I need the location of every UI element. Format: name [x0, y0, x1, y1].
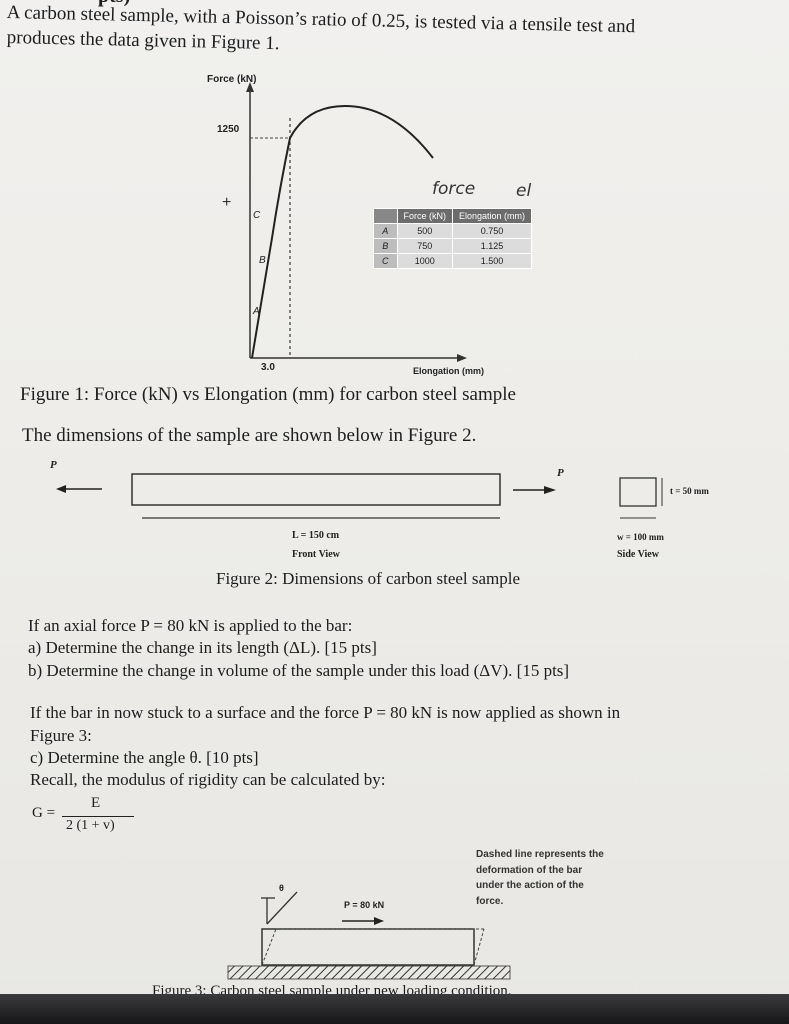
figure-3-note-line: deformation of the bar	[476, 864, 583, 876]
screen-bezel	[0, 994, 789, 1024]
figure-3-note-line: under the action of the	[476, 880, 584, 891]
handwritten-elongation-note: el	[516, 181, 532, 201]
deformation-dashed-left	[261, 928, 277, 966]
figure-2-caption: Figure 2: Dimensions of carbon steel sam…	[216, 569, 521, 588]
theta-angle-line	[266, 891, 298, 925]
table-row-label: B	[373, 238, 398, 254]
formula-fraction-bar	[62, 816, 134, 817]
cut-off-points-text: pts)	[98, 0, 130, 8]
figure-3-note: Dashed line represents the deformation o…	[476, 847, 604, 909]
table-header-row: Force (kN) Elongation (mm)	[373, 208, 533, 224]
deformation-dashed-right	[473, 928, 485, 966]
side-view-label: Side View	[617, 549, 660, 560]
y-axis-arrowhead	[246, 82, 254, 92]
question-b: b) Determine the change in volume of the…	[28, 661, 570, 680]
table-corner-cell	[373, 208, 398, 224]
force-label: P = 80 kN	[344, 900, 384, 910]
force-elongation-chart: Force (kN) 1250 C B A + 3.0 Elongation (…	[207, 74, 484, 376]
right-arrowhead	[544, 486, 556, 494]
table-row: A 500 0.750	[373, 223, 533, 239]
force-elongation-table: Force (kN) Elongation (mm) A 500 0.750 B…	[373, 208, 533, 269]
theta-label: θ	[279, 883, 284, 893]
question-c: c) Determine the angle θ. [10 pts]	[30, 748, 259, 767]
shear-loading-diagram: θ P = 80 kN	[227, 883, 511, 980]
recall-text: Recall, the modulus of rigidity can be c…	[30, 770, 386, 789]
side-view-bar	[619, 477, 657, 507]
point-label-a: A	[252, 306, 260, 317]
figure-3-note-line: Dashed line represents the	[476, 849, 604, 860]
question-2-intro-line-2: Figure 3:	[30, 726, 92, 745]
front-view-bar	[131, 473, 501, 506]
x-axis-label: Elongation (mm)	[413, 366, 484, 376]
table-cell-force: 750	[396, 238, 453, 254]
p-left-label: P	[50, 459, 57, 471]
question-2-intro-line-1: If the bar in now stuck to a surface and…	[30, 703, 621, 722]
length-label: L = 150 cm	[292, 530, 340, 541]
y-tick-label: 1250	[217, 124, 240, 135]
point-label-c: C	[253, 210, 261, 221]
x-tick-label: 3.0	[261, 362, 275, 373]
front-and-side-view-diagram: P P t = 50 mm L = 150 cm Front View w = …	[50, 459, 709, 560]
handwritten-force-note: force	[432, 179, 476, 199]
formula-denominator: 2 (1 + v)	[66, 818, 115, 833]
figure-2-intro: The dimensions of the sample are shown b…	[22, 425, 477, 446]
table-cell-elongation: 0.750	[451, 223, 533, 239]
table-row-label: A	[373, 223, 398, 239]
thickness-label: t = 50 mm	[670, 486, 709, 496]
p-right-label: P	[557, 467, 564, 479]
figure-3-note-line: force.	[476, 895, 504, 907]
table-row: C 1000 1.500	[373, 253, 533, 269]
point-label-b: B	[259, 255, 266, 266]
x-axis-arrowhead	[457, 354, 467, 362]
y-axis-label: Force (kN)	[207, 74, 256, 85]
front-view-label: Front View	[292, 549, 341, 560]
left-arrowhead	[56, 485, 66, 493]
intro-line-2: produces the data given in Figure 1.	[6, 27, 280, 55]
plus-mark: +	[222, 194, 231, 211]
table-header-elongation: Elongation (mm)	[451, 208, 533, 224]
stress-strain-curve	[251, 104, 434, 359]
question-intro: If an axial force P = 80 kN is applied t…	[28, 616, 353, 635]
table-header-force: Force (kN)	[396, 208, 453, 224]
question-a: a) Determine the change in its length (Δ…	[28, 638, 377, 657]
formula-g-left: G =	[32, 805, 56, 821]
width-label: w = 100 mm	[617, 532, 664, 542]
force-arrowhead	[374, 917, 384, 925]
table-cell-elongation: 1.500	[451, 253, 533, 269]
table-cell-force: 1000	[396, 253, 453, 269]
formula-numerator: E	[91, 795, 101, 811]
table-cell-elongation: 1.125	[451, 238, 533, 254]
hatched-ground	[227, 965, 511, 980]
table-row: B 750 1.125	[373, 238, 533, 254]
sample-bar	[261, 928, 475, 966]
figure-1-caption: Figure 1: Force (kN) vs Elongation (mm) …	[20, 384, 516, 405]
table-cell-force: 500	[396, 223, 453, 239]
table-row-label: C	[373, 253, 398, 269]
